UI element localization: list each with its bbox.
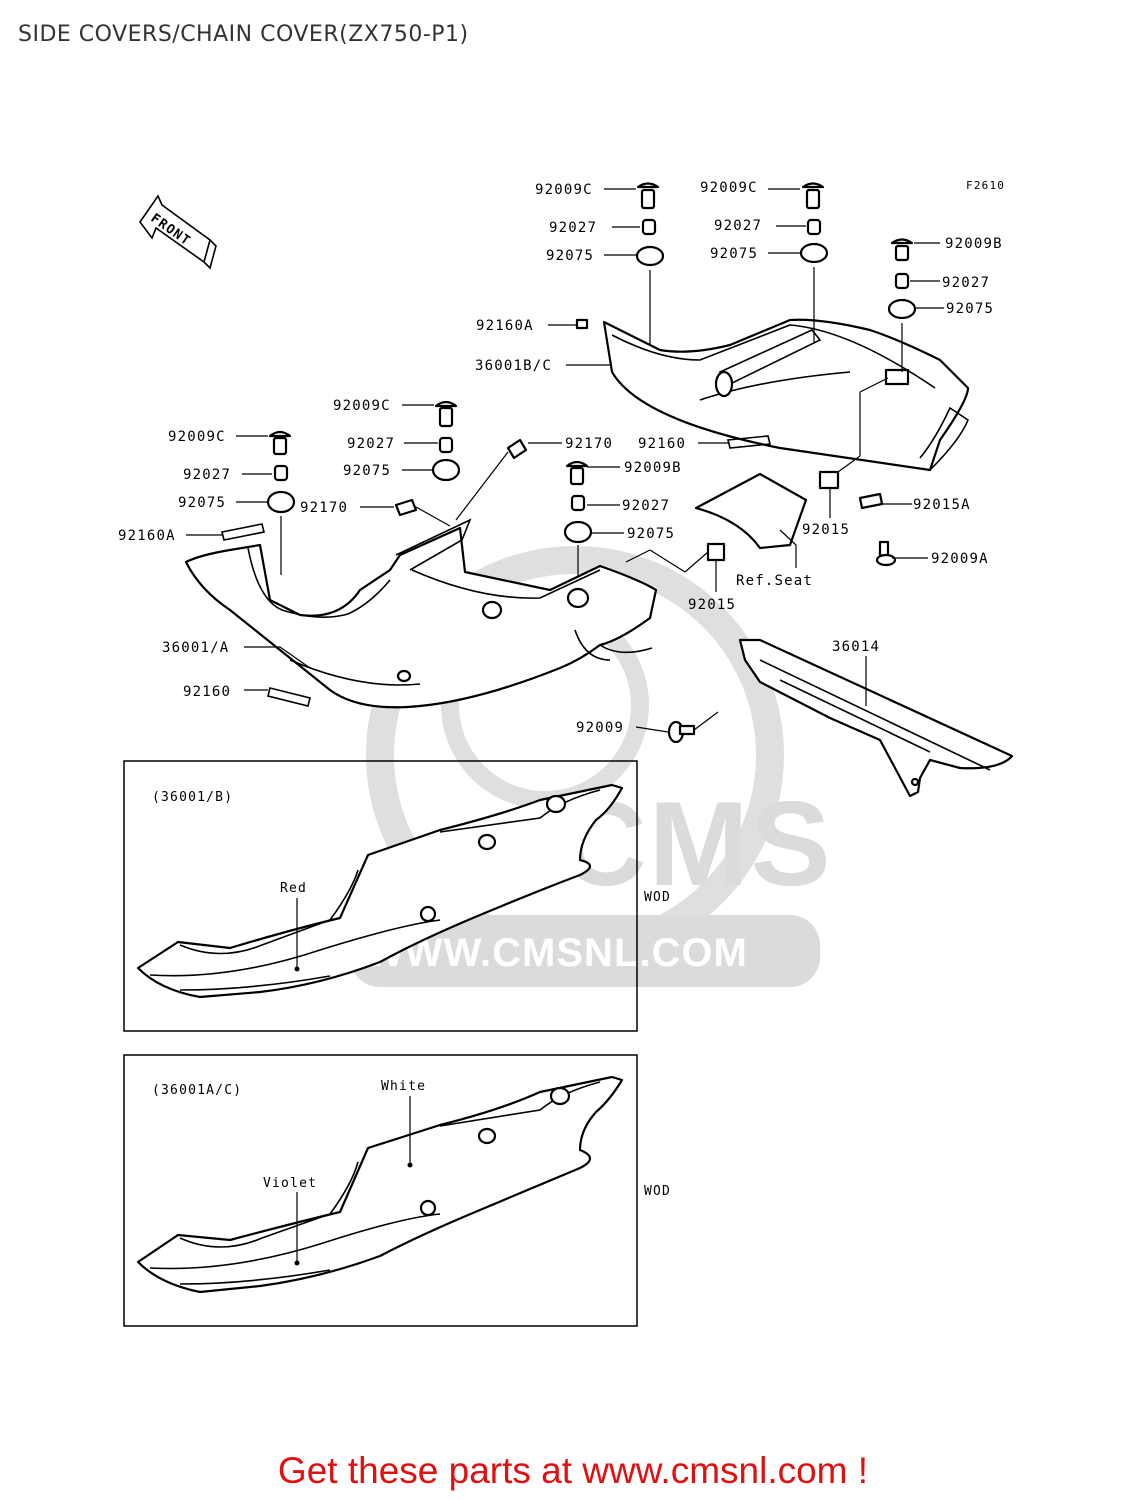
callout: 92009C [168, 429, 226, 445]
seat-reference-icon [694, 472, 808, 550]
callout: 92075 [710, 246, 758, 262]
fastener-stack-3 [887, 238, 917, 372]
fastener-stack-2 [799, 182, 829, 342]
bolt-icon [667, 720, 696, 744]
inset-code: (36001/B) [152, 790, 233, 805]
label-strip-icon [726, 435, 772, 449]
chain-cover [738, 638, 1014, 798]
side-cover-left [184, 518, 658, 709]
color-label-violet: Violet [263, 1176, 317, 1191]
wod-label: WOD [644, 890, 671, 905]
callout: 36014 [832, 639, 880, 655]
inset-36001a-c: (36001A/C) White Violet WOD [123, 1054, 671, 1327]
wod-label: WOD [644, 1184, 671, 1199]
fastener-stack-4 [431, 400, 461, 482]
callout: 92009A [931, 551, 989, 567]
callout: 92075 [546, 248, 594, 264]
clip-icon [575, 318, 589, 330]
callout: 92075 [178, 495, 226, 511]
callout: 92170 [300, 500, 348, 516]
color-label-red: Red [280, 881, 307, 896]
label-strip-icon [267, 687, 311, 707]
callout: 92009C [535, 182, 593, 198]
callout: 92160 [638, 436, 686, 452]
callout: 92027 [942, 275, 990, 291]
promo-link[interactable]: Get these parts at www.cmsnl.com ! [277, 1450, 869, 1491]
callout: 92015A [913, 497, 971, 513]
callout: 92027 [549, 220, 597, 236]
clip-icon [506, 438, 528, 460]
nut-icon [706, 542, 726, 562]
callout: 92027 [714, 218, 762, 234]
front-arrow-icon: FRONT [139, 194, 217, 270]
callout: 92015 [688, 597, 736, 613]
callout: 92160 [183, 684, 231, 700]
callout: 92027 [183, 467, 231, 483]
clip-icon [858, 492, 884, 510]
callout: 92009B [624, 460, 682, 476]
page-title: SIDE COVERS/CHAIN COVER(ZX750-P1) [18, 22, 469, 47]
inset-36001-b: (36001/B) Red WOD [123, 760, 671, 1032]
fastener-stack-5 [266, 430, 296, 575]
screw-icon [875, 540, 897, 567]
inset-code: (36001A/C) [152, 1083, 242, 1098]
callout: 36001B/C [475, 358, 552, 374]
color-label-white: White [381, 1079, 426, 1094]
callout: 92075 [343, 463, 391, 479]
callout: 92009C [333, 398, 391, 414]
callout: 92009B [945, 236, 1003, 252]
figure-code: F2610 [966, 179, 1005, 192]
callout: 92170 [565, 436, 613, 452]
label-strip-icon [221, 523, 265, 541]
callout: Ref.Seat [736, 573, 813, 589]
callout: 92160A [476, 318, 534, 334]
side-cover-rear-right [602, 318, 970, 472]
nut-icon [818, 470, 840, 490]
callout: 92009 [576, 720, 624, 736]
callout: 92075 [627, 526, 675, 542]
callout: 92075 [946, 301, 994, 317]
callout: 92009C [700, 180, 758, 196]
leader-lines [186, 188, 944, 733]
callout: 92027 [347, 436, 395, 452]
clip-icon [394, 498, 418, 517]
callout: 36001/A [162, 640, 229, 656]
callout: 92160A [118, 528, 176, 544]
callout-labels: 92009C 92027 92075 92009C 92027 92075 92… [118, 180, 1003, 736]
callout: 92015 [802, 522, 850, 538]
fastener-stack-6 [563, 460, 593, 580]
fastener-stack-1 [635, 182, 665, 345]
callout: 92027 [622, 498, 670, 514]
